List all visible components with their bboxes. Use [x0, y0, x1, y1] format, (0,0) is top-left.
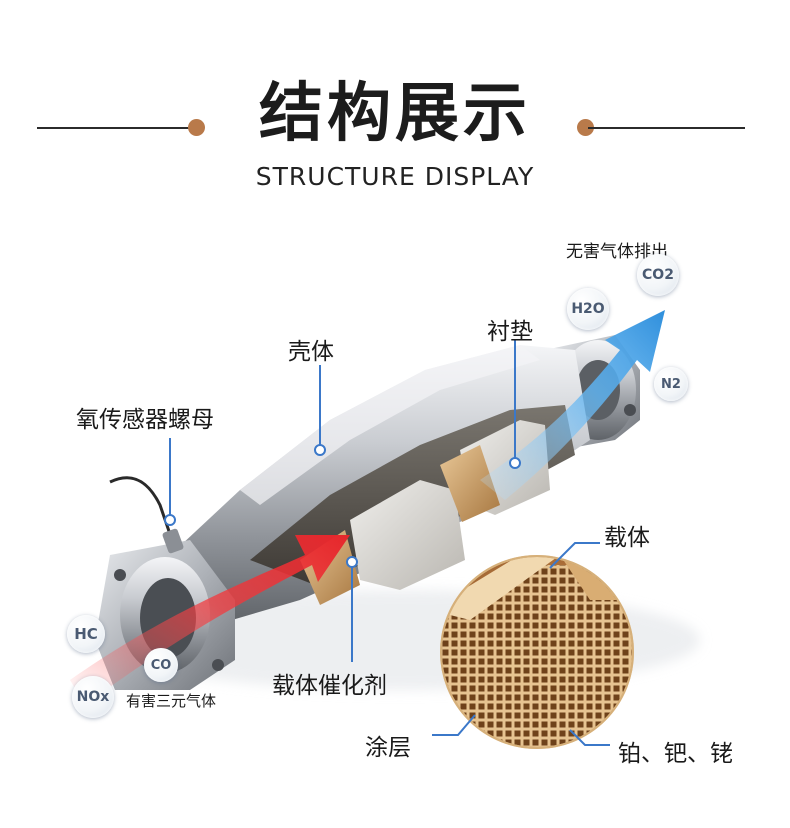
label-coating: 涂层 — [365, 735, 411, 761]
gas-bubble-nox: NOx — [72, 676, 114, 718]
page-title: 结构展示 — [259, 77, 531, 151]
catalyst-brick — [300, 445, 500, 605]
header-rule-right — [588, 127, 745, 129]
header-dot-right — [577, 119, 594, 136]
page-subtitle: STRUCTURE DISPLAY — [255, 162, 535, 191]
oxygen-sensor-nut — [162, 528, 184, 554]
oxygen-sensor-wire — [109, 476, 174, 541]
gas-bubble-h2o: H2O — [567, 288, 609, 330]
honeycomb-magnified-inset — [440, 555, 634, 749]
leader-lines — [169, 340, 610, 746]
header-dot-left — [188, 119, 205, 136]
label-harmful-gas: 有害三元气体 — [126, 692, 217, 710]
leader-dots — [164, 444, 521, 568]
gas-bubble-hc: HC — [67, 615, 105, 653]
label-metals: 铂、钯、铑 — [618, 741, 733, 767]
gas-bubble-co2: CO2 — [637, 254, 679, 296]
label-harmless-gas-out: 无害气体排出 — [566, 242, 668, 262]
label-oxygen-sensor-nut: 氧传感器螺母 — [76, 407, 214, 433]
label-carrier-catalyst: 载体催化剂 — [272, 673, 387, 699]
inflow-arrow — [70, 535, 350, 705]
header-rule-left — [37, 127, 197, 129]
gas-bubble-co: CO — [144, 648, 178, 682]
label-shell: 壳体 — [288, 339, 334, 365]
label-liner: 衬垫 — [487, 319, 533, 345]
label-carrier: 载体 — [604, 525, 650, 551]
gas-bubble-n2: N2 — [654, 367, 688, 401]
outflow-arrow — [480, 310, 665, 500]
